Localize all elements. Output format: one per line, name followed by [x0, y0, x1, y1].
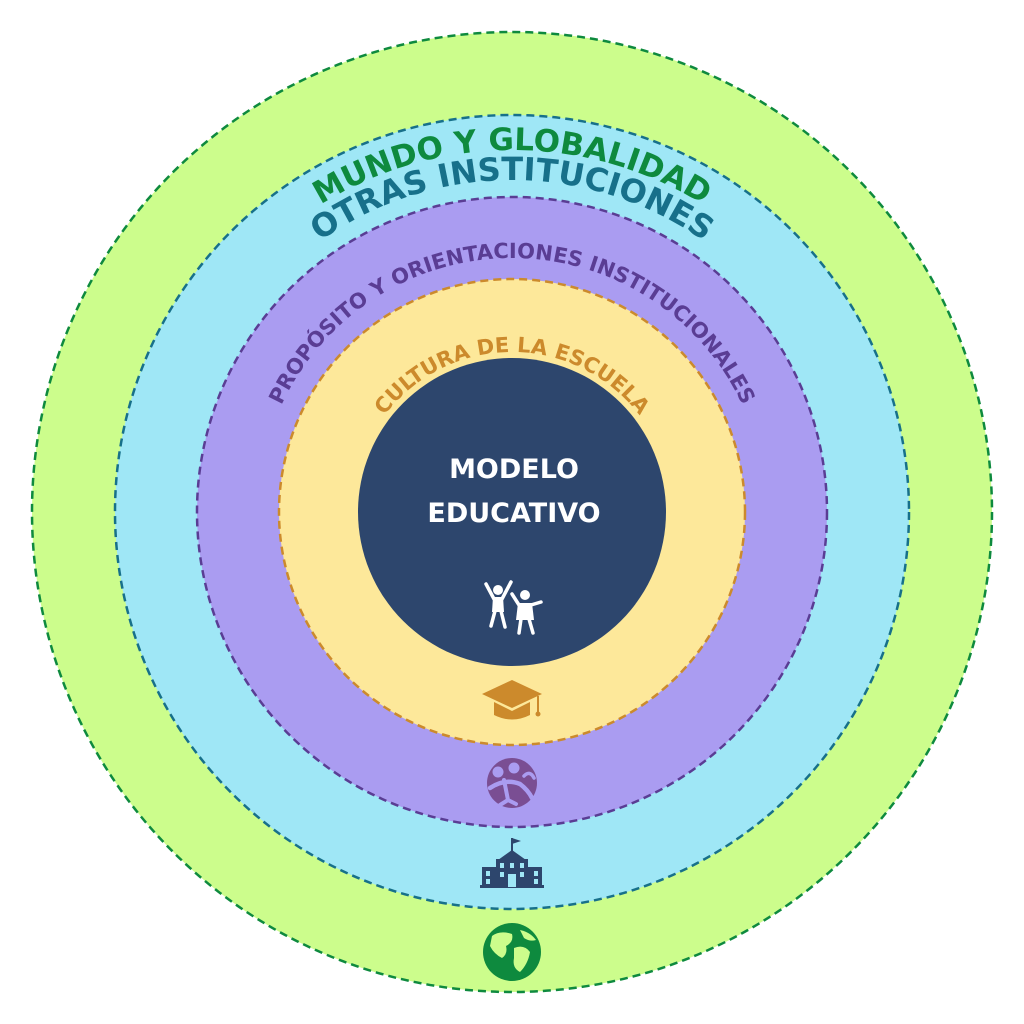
people-community-icon — [487, 758, 537, 808]
center-modelo-educativo: MODELO EDUCATIVO — [358, 358, 666, 666]
jumping-students-icon — [484, 580, 543, 635]
center-circle — [358, 358, 666, 666]
center-title-line2: EDUCATIVO — [427, 498, 600, 529]
globe-icon — [483, 923, 541, 981]
school-building-icon — [480, 838, 544, 888]
center-title-line1: MODELO — [449, 454, 579, 485]
graduation-cap-icon — [482, 680, 542, 720]
